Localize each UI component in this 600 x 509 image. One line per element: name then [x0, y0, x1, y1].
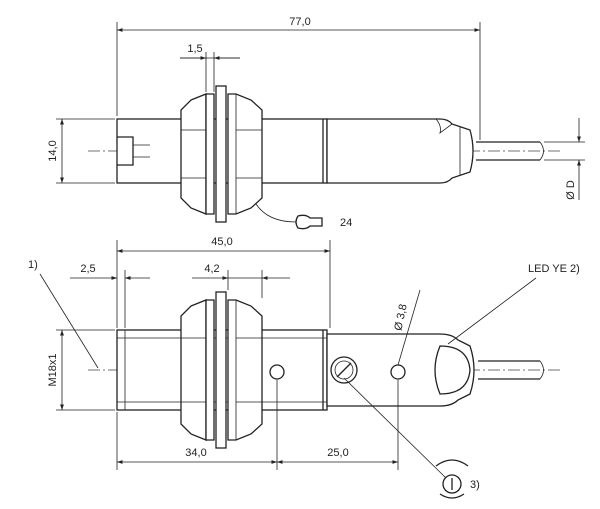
thread-start-label: 2,5 — [80, 263, 95, 275]
note-3-label: 3) — [470, 479, 480, 491]
potentiometer-icon — [330, 356, 358, 384]
led-leader — [447, 277, 537, 345]
hole-diameter-label: Ø 3,8 — [392, 303, 409, 332]
bottom-view: 45,0 2,5 4,2 M18x1 Ø 3,8 34,0 25,0 1) — [28, 236, 580, 499]
hole-offset-label: 25,0 — [327, 447, 348, 459]
led-lens — [434, 345, 471, 395]
cable-diameter-label: Ø D — [565, 180, 577, 200]
wrench-size-label: 24 — [340, 217, 352, 229]
hole-diameter-leader — [397, 289, 421, 366]
note-1-label: 1) — [28, 259, 38, 271]
rotation-icon — [435, 459, 469, 499]
bottom-washer — [215, 291, 227, 449]
bottom-cable — [478, 360, 540, 380]
bottom-nut-2 — [227, 299, 263, 441]
base-length-label: 34,0 — [185, 447, 206, 459]
top-nut-1 — [180, 93, 215, 215]
nut-pair-label: 4,2 — [204, 263, 219, 275]
thread-length-label: 45,0 — [211, 236, 232, 248]
note-3-leader — [343, 377, 447, 479]
top-cable — [476, 141, 540, 161]
thread-size-label: M18x1 — [47, 353, 59, 386]
top-nut-2 — [227, 93, 263, 215]
overall-length-label: 77,0 — [289, 16, 310, 28]
top-rear-cap — [326, 118, 474, 184]
wrench-icon — [295, 214, 323, 230]
body-height-label: 14,0 — [47, 140, 59, 161]
top-view: 77,0 1,5 14,0 Ø D 24 — [47, 16, 585, 230]
bottom-nut-1 — [180, 299, 215, 441]
nut-thickness-label: 1,5 — [187, 43, 202, 55]
note-1-leader — [39, 273, 99, 369]
top-front-slot — [117, 136, 134, 166]
led-label: LED YE 2) — [528, 263, 580, 275]
mount-hole-left — [269, 364, 285, 380]
top-washer — [215, 85, 227, 223]
